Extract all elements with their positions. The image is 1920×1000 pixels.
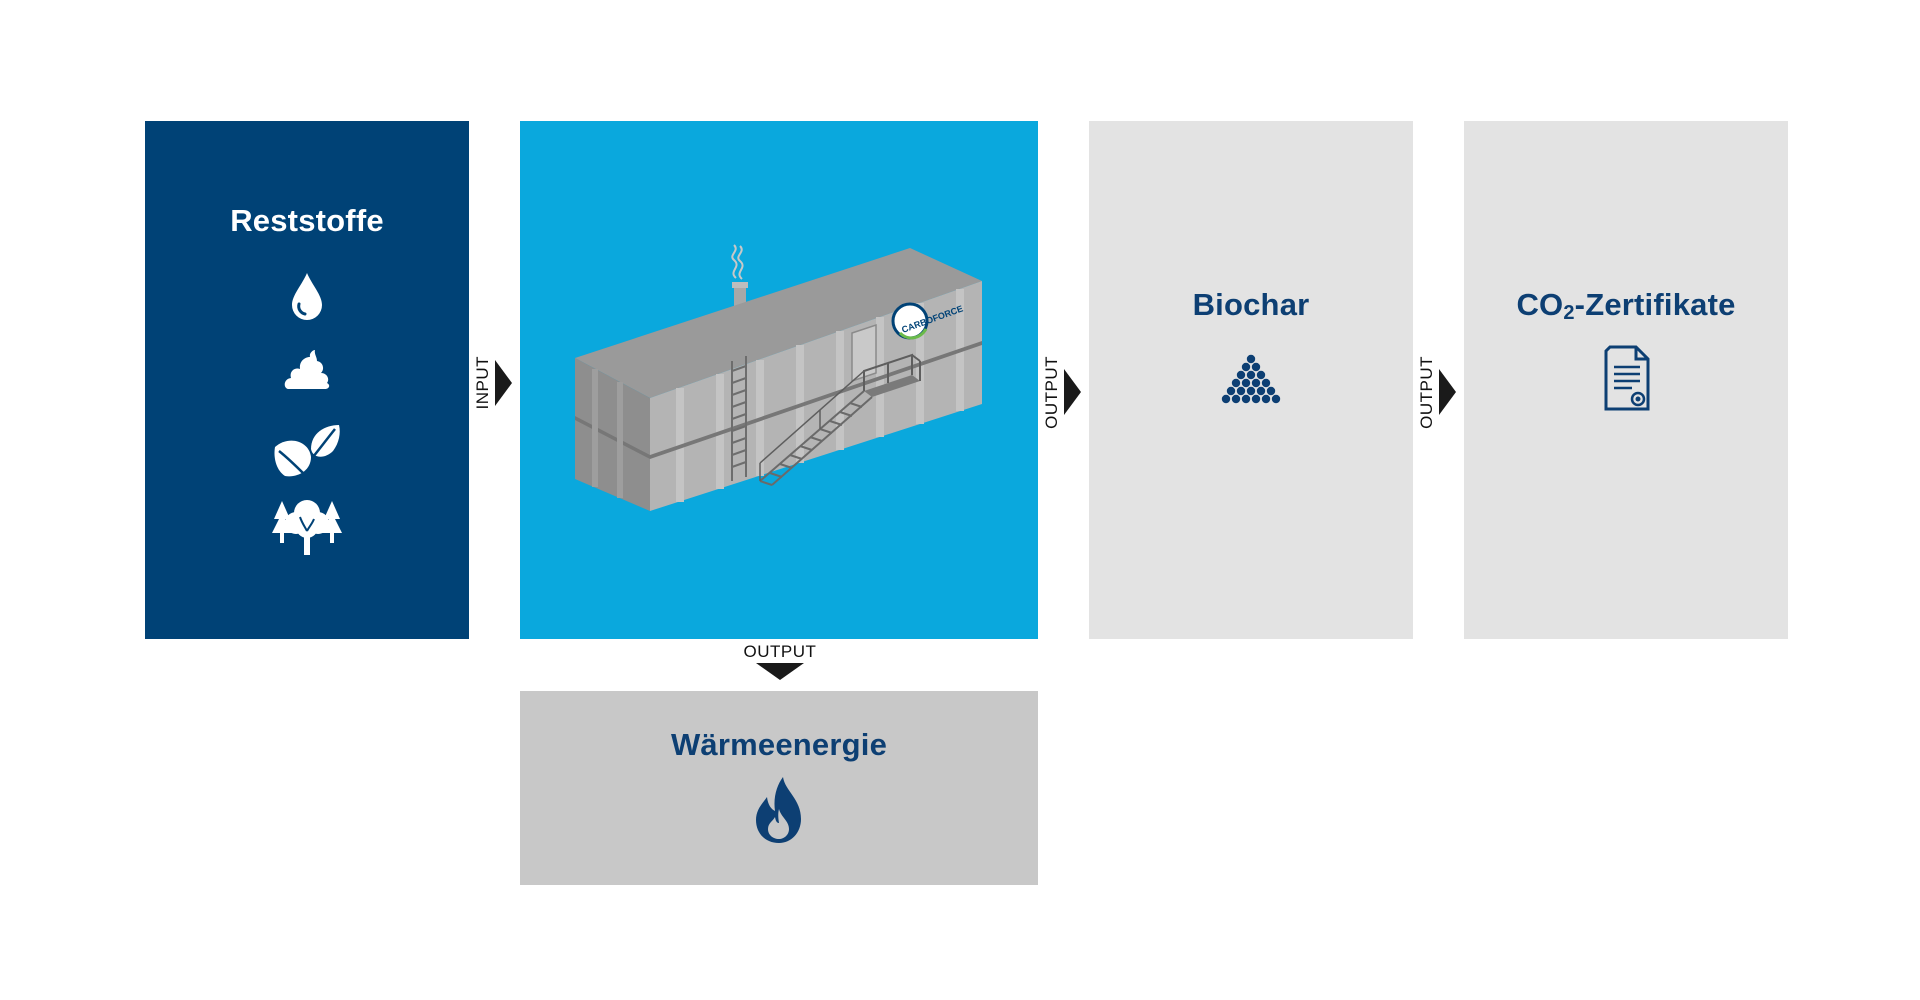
co2-title-sub: 2 (1563, 302, 1575, 324)
output-label-co2: OUTPUT (1417, 356, 1436, 429)
waermeenergie-title: Wärmeenergie (670, 727, 888, 762)
biochar-title: Biochar (1192, 287, 1310, 322)
co2-title: CO2-Zertifikate (1464, 287, 1788, 325)
certificate-icon (1604, 345, 1650, 411)
manure-icon (284, 350, 330, 389)
waermeenergie-box: Wärmeenergie (520, 691, 1038, 885)
reststoffe-title: Reststoffe (230, 203, 384, 238)
output-arrow-co2: OUTPUT (1417, 356, 1456, 429)
output-arrow-heat: OUTPUT (720, 643, 840, 680)
leaves-icon (274, 425, 340, 477)
pyrolysis-plant-box: CARBOFORCE (520, 121, 1038, 639)
input-arrow: INPUT (473, 356, 512, 410)
input-arrow-head (495, 359, 512, 406)
output-arrow-biochar: OUTPUT (1042, 356, 1081, 429)
output-arrow-head-heat (756, 663, 804, 680)
output-arrow-head-co2 (1439, 369, 1456, 416)
output-label-heat: OUTPUT (743, 642, 817, 661)
pyrolysis-container-plant: CARBOFORCE (575, 244, 982, 511)
input-label: INPUT (473, 356, 492, 410)
co2-title-main: CO (1516, 287, 1564, 322)
biochar-box: Biochar (1089, 121, 1413, 639)
water-drop-icon (292, 273, 322, 320)
reststoffe-box: Reststoffe (145, 121, 469, 639)
output-label-biochar: OUTPUT (1042, 356, 1061, 429)
biochar-pile-icon (1221, 354, 1281, 404)
co2-certificates-box: CO2-Zertifikate (1464, 121, 1788, 639)
co2-title-rest: -Zertifikate (1574, 287, 1736, 322)
output-arrow-head-biochar (1064, 369, 1081, 416)
flame-icon (756, 777, 801, 843)
trees-icon (272, 500, 342, 555)
